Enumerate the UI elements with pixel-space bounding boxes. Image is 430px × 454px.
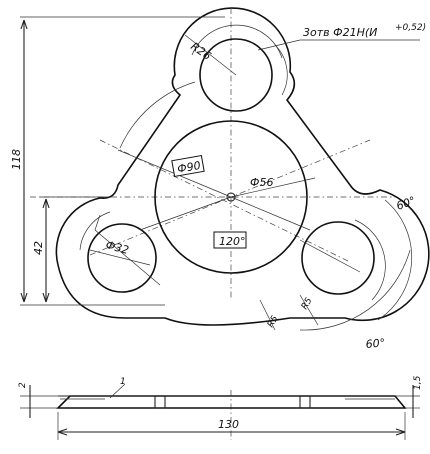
plate-outline — [55, 7, 430, 326]
right-hole — [299, 199, 413, 321]
thick-2-label: 2 — [18, 382, 28, 388]
r90-label: Ф90 — [176, 159, 201, 176]
angle-dimensions — [259, 249, 411, 331]
height-42-label: 42 — [32, 241, 45, 255]
height-118-label: 118 — [10, 149, 23, 170]
d32-label: Ф32 — [104, 238, 130, 257]
small-mark-label: 1 — [120, 377, 126, 387]
top-hole — [184, 24, 288, 112]
labels: 3отв Ф21Н(И +0,52) R26 Ф90 Ф56 Ф32 120° … — [10, 23, 426, 431]
vertical-dimensions — [20, 16, 225, 306]
angle-60-right-label: 60° — [395, 194, 418, 213]
hole-note-label: 3отв Ф21Н(И — [303, 26, 377, 39]
central-hub — [154, 120, 308, 274]
side-view — [20, 383, 420, 440]
construction-arcs — [117, 81, 316, 231]
r26-label: R26 — [188, 40, 213, 63]
hole-tolerance-label: +0,52) — [395, 23, 426, 33]
angle-120-box — [213, 231, 247, 249]
width-130-label: 130 — [218, 418, 239, 431]
angle-60-bottom-label: 60° — [365, 336, 386, 351]
thick-15-label: 1,5 — [413, 375, 423, 390]
hole-note-leader — [257, 39, 420, 51]
angle-120-label: 120° — [219, 235, 246, 248]
center-lines — [30, 8, 395, 440]
left-hole — [79, 211, 161, 293]
r90-box — [171, 154, 205, 178]
d56-label: Ф56 — [250, 176, 273, 189]
